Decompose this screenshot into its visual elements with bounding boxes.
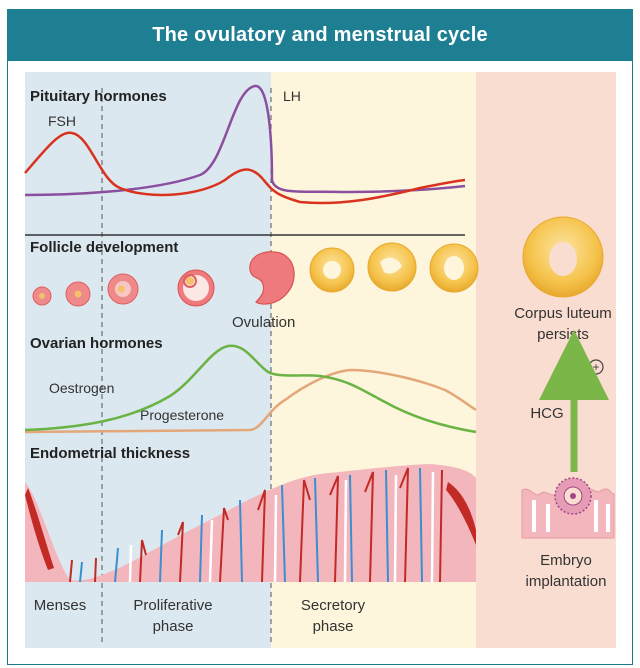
oestrogen-label: Oestrogen [49, 380, 114, 396]
corpus-luteum-early [310, 248, 354, 292]
follicle-stage-3 [108, 274, 138, 304]
embryo-label-line1: Embryo [540, 552, 592, 569]
ovarian-heading: Ovarian hormones [30, 335, 163, 352]
endometrial-heading: Endometrial thickness [30, 445, 190, 462]
fsh-label: FSH [48, 113, 76, 129]
lh-label: LH [283, 88, 301, 104]
follicle-heading: Follicle development [30, 239, 178, 256]
secretory-label-line1: Secretory [301, 597, 366, 614]
embryo-label-line2: implantation [526, 573, 607, 590]
progesterone-label: Progesterone [140, 407, 224, 423]
proliferative-label-line2: phase [153, 618, 194, 635]
menses-label: Menses [34, 597, 87, 614]
secretory-label-line2: phase [313, 618, 354, 635]
pituitary-heading: Pituitary hormones [30, 88, 167, 105]
corpus-luteum-late [430, 244, 478, 292]
follicle-stage-1 [33, 287, 51, 305]
corpus-luteum-mid [368, 243, 416, 291]
positive-feedback-sign: + [592, 360, 599, 374]
hcg-label: HCG [530, 405, 563, 422]
corpus-luteum-label-line2: persists [537, 326, 589, 343]
ovulation-label: Ovulation [232, 314, 295, 331]
follicle-stage-4 [178, 270, 214, 306]
corpus-luteum-persists [523, 217, 603, 297]
follicle-stage-2 [66, 282, 90, 306]
corpus-luteum-label-line1: Corpus luteum [514, 305, 612, 322]
proliferative-label-line1: Proliferative [133, 597, 212, 614]
